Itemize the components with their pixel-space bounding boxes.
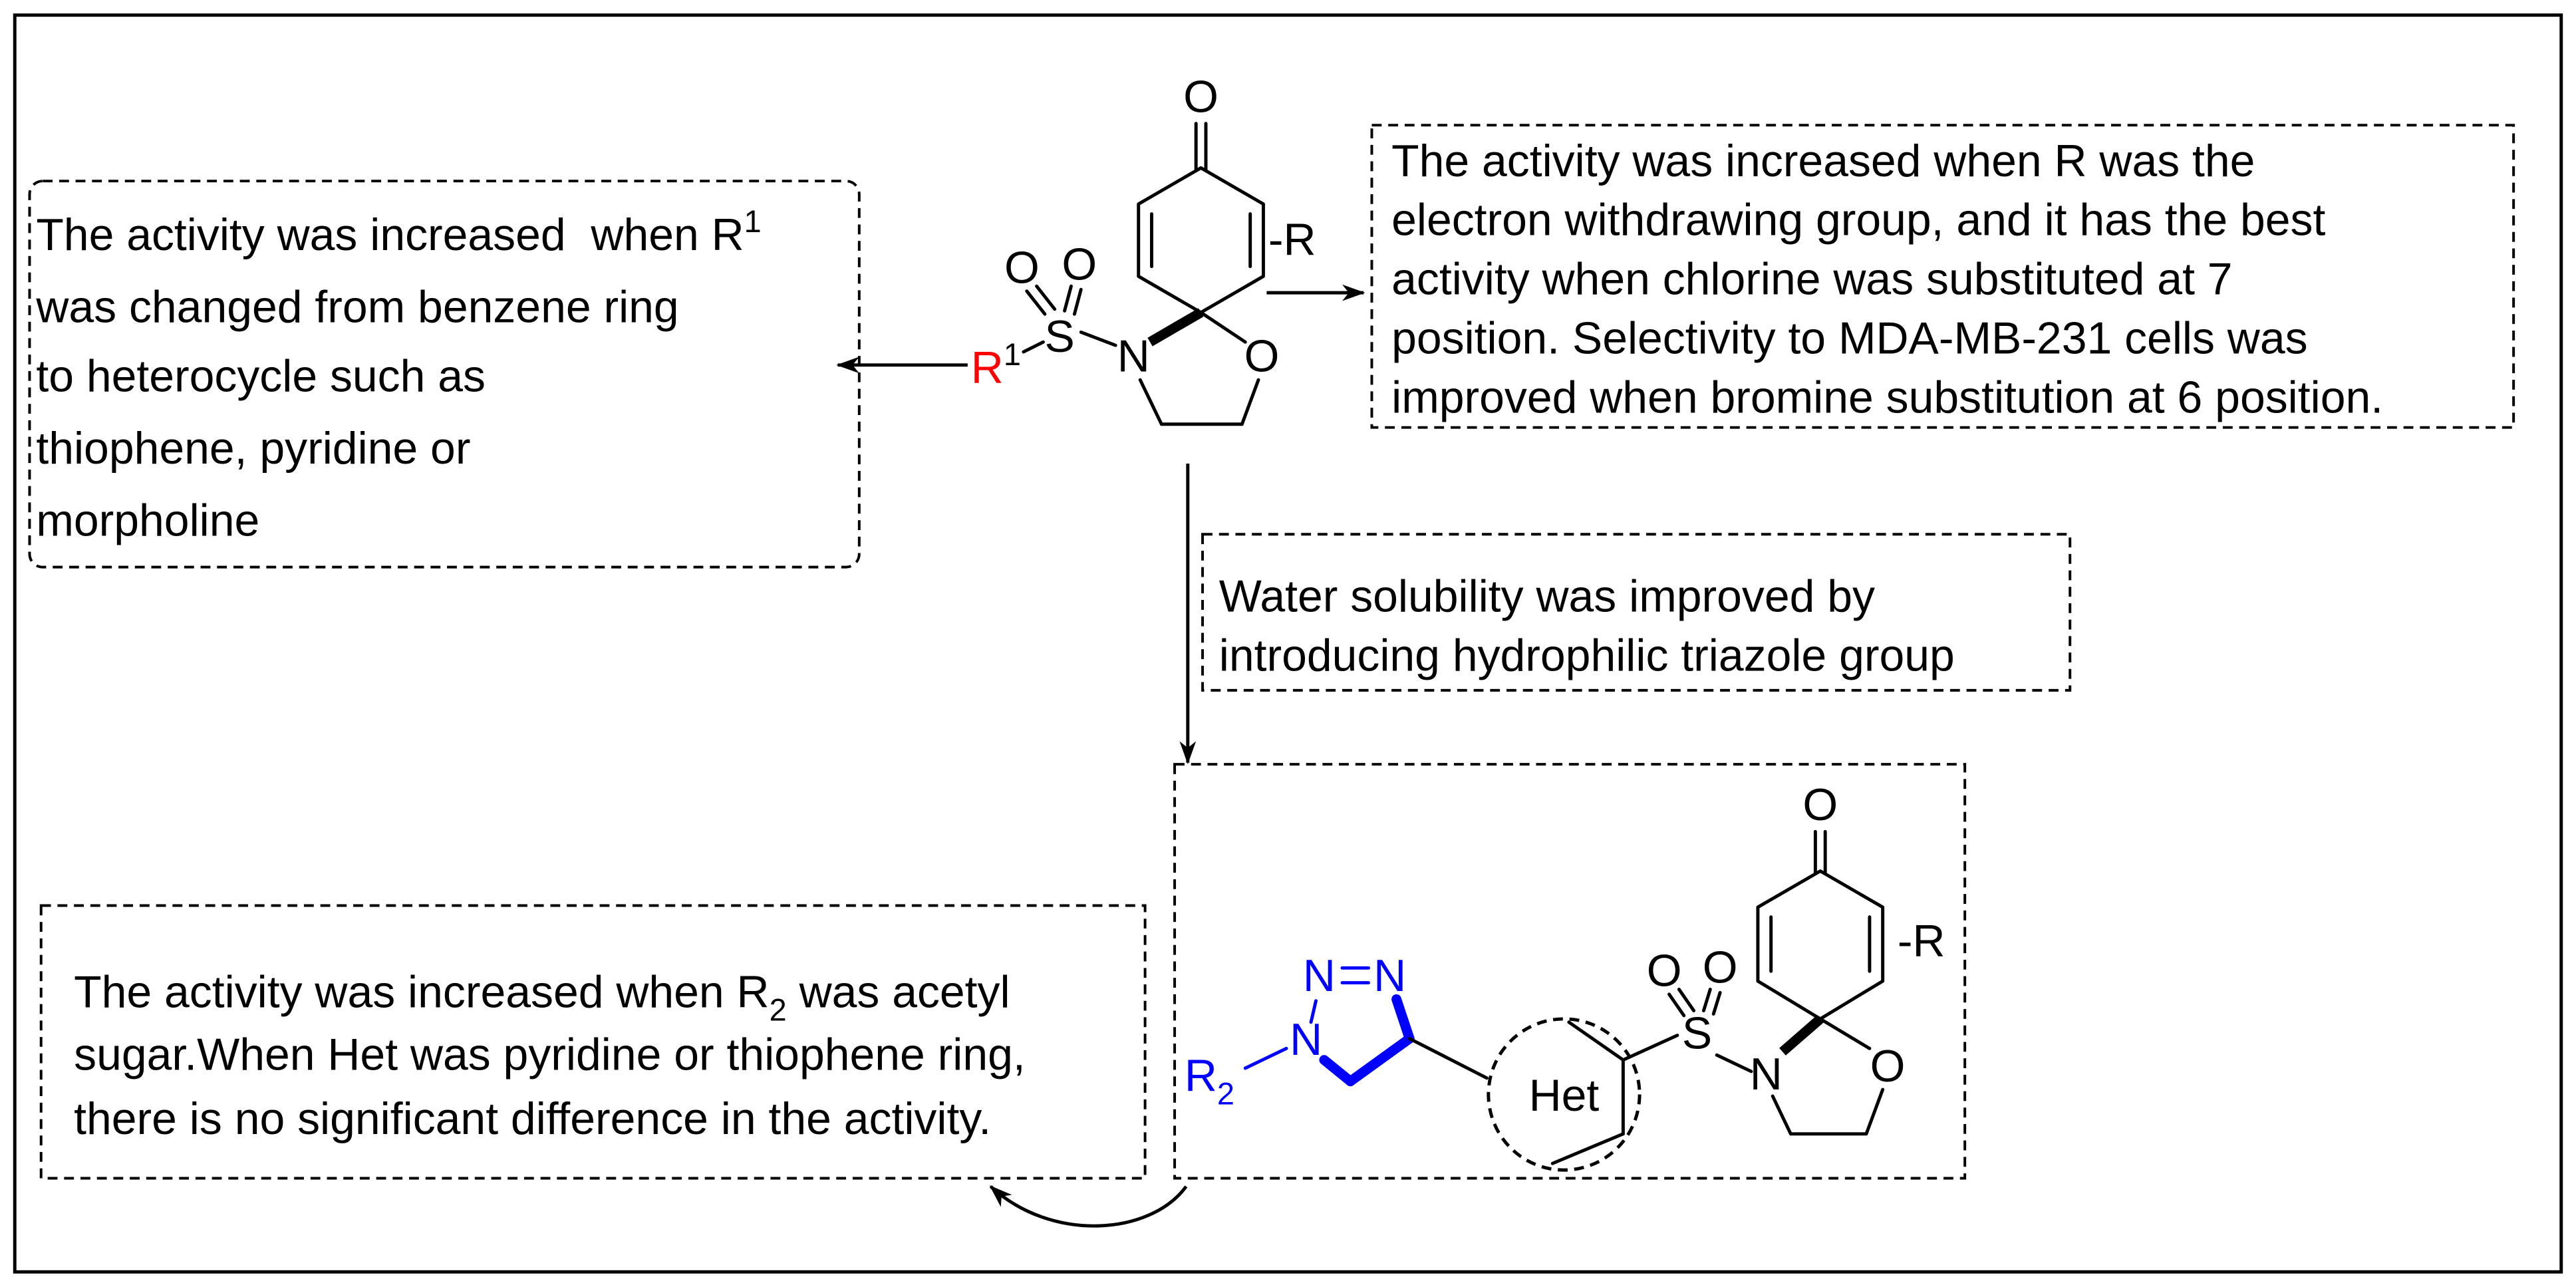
bottom-sulfur: S bbox=[1682, 1008, 1712, 1058]
r1-note-line: The activity was increased when R1 bbox=[36, 204, 761, 260]
bottom-s-o-double-bond bbox=[1711, 990, 1722, 1016]
top-molecule: O -R N O S O O R1 bbox=[971, 72, 1316, 426]
r1-note-line: was changed from benzene ring bbox=[35, 283, 678, 333]
r2-label: R2 bbox=[1185, 1052, 1234, 1111]
r2-note-line: there is no significant difference in th… bbox=[74, 1094, 991, 1144]
curved-arrow-to-r2-note bbox=[989, 1185, 1188, 1228]
top-s-o-double-bond bbox=[1072, 287, 1083, 316]
r1-note-line: to heterocycle such as bbox=[36, 351, 486, 401]
triazole-note: Water solubility was improved by introdu… bbox=[1201, 533, 2072, 692]
outer-frame bbox=[13, 13, 2563, 1274]
r2-note-box bbox=[39, 904, 1147, 1180]
triazole-n1-n2-bond bbox=[1309, 999, 1318, 1024]
r2-n1-bond bbox=[1243, 1046, 1288, 1070]
r-note-line: improved when bromine substitution at 6 … bbox=[1391, 372, 2383, 422]
bottom-oxazolidine-oxygen: O bbox=[1870, 1042, 1906, 1091]
top-oxazolidine-oxygen: O bbox=[1244, 332, 1280, 382]
top-cyclohexadienone-ring bbox=[1137, 166, 1265, 315]
triazole-note-line: introducing hydrophilic triazole group bbox=[1219, 631, 1955, 680]
triazole-c5-n1-bond bbox=[1319, 1055, 1356, 1087]
bottom-molecule: R2 N N N Het S O O O -R bbox=[1173, 763, 1967, 1180]
r-note-line: position. Selectivity to MDA-MB-231 cell… bbox=[1391, 314, 2307, 364]
bottom-cyclohexadienone-ring bbox=[1756, 869, 1885, 1021]
top-oxazolidine-bond bbox=[1240, 378, 1260, 426]
top-ring-substituent: -R bbox=[1268, 215, 1316, 265]
r1-note-box bbox=[28, 180, 861, 569]
bottom-s-n-bond bbox=[1715, 1053, 1753, 1073]
bottom-oxazolidine-nitrogen: N bbox=[1750, 1050, 1783, 1099]
r1-note: The activity was increased when R1 was c… bbox=[28, 180, 861, 569]
het-ring-bond bbox=[1550, 1132, 1625, 1165]
r-note-box bbox=[1370, 124, 2515, 429]
bottom-carbonyl-oxygen: O bbox=[1802, 780, 1838, 830]
bottom-spiro-o-bond bbox=[1818, 1017, 1872, 1050]
top-oxazolidine-nitrogen: N bbox=[1117, 332, 1150, 382]
r2-note: The activity was increased when R2 was a… bbox=[39, 904, 1147, 1180]
top-s-o-double-bond bbox=[1035, 284, 1057, 311]
het-label: Het bbox=[1529, 1071, 1600, 1121]
bottom-sulfonyl-oxygen-2: O bbox=[1703, 943, 1738, 993]
triazole-nitrogen-3: N bbox=[1373, 951, 1406, 1001]
bottom-molecule-box bbox=[1173, 763, 1967, 1180]
r2-note-line: sugar.When Het was pyridine or thiophene… bbox=[74, 1030, 1026, 1079]
r-note-line: electron withdrawing group, and it has t… bbox=[1391, 196, 2325, 245]
triazole-nitrogen-2: N bbox=[1303, 951, 1336, 1001]
bottom-s-o-double-bond bbox=[1701, 987, 1712, 1013]
top-s-o-double-bond bbox=[1063, 284, 1073, 313]
r1-superscript: 1 bbox=[1004, 337, 1021, 372]
triazole-n3-c4-bond bbox=[1391, 994, 1415, 1044]
top-s-r1-bond bbox=[1022, 340, 1045, 354]
het-ring-bond bbox=[1567, 1020, 1625, 1062]
top-n-s-bond bbox=[1079, 330, 1117, 347]
r1-note-line: thiophene, pyridine or bbox=[36, 424, 470, 474]
triazole-note-line: Water solubility was improved by bbox=[1219, 571, 1875, 621]
top-spiro-n-bold-bond bbox=[1147, 308, 1204, 347]
r2-note-line: The activity was increased when R2 was a… bbox=[74, 968, 1010, 1028]
r-note: The activity was increased when R was th… bbox=[1370, 124, 2515, 429]
bottom-oxazolidine-bond bbox=[1771, 1094, 1792, 1136]
top-sulfonyl-oxygen-1: O bbox=[1004, 243, 1040, 293]
top-carbonyl-oxygen: O bbox=[1183, 72, 1218, 122]
top-oxazolidine-bond bbox=[1138, 378, 1163, 426]
het-ring bbox=[1487, 1017, 1642, 1172]
bottom-ring-substituent: -R bbox=[1898, 917, 1945, 966]
top-spiro-o-bond bbox=[1199, 311, 1247, 344]
triazole-nitrogen-1: N bbox=[1290, 1015, 1322, 1065]
r-note-line: activity when chlorine was substituted a… bbox=[1391, 255, 2232, 305]
r1-letter: R bbox=[971, 343, 1004, 393]
top-s-o-double-bond bbox=[1025, 289, 1047, 316]
het-s-bond bbox=[1621, 1034, 1679, 1062]
triazole-c4-c5-bond bbox=[1345, 1034, 1415, 1087]
r1-note-line: morpholine bbox=[36, 496, 259, 546]
bottom-spiro-n-bold-bond bbox=[1779, 1015, 1824, 1056]
top-sulfonyl-oxygen-2: O bbox=[1062, 239, 1097, 289]
r-note-line: The activity was increased when R was th… bbox=[1391, 136, 2255, 186]
bottom-sulfonyl-oxygen-1: O bbox=[1647, 946, 1682, 996]
bottom-s-o-double-bond bbox=[1667, 992, 1686, 1018]
triazole-het-bond bbox=[1407, 1037, 1489, 1080]
top-sulfur: S bbox=[1045, 312, 1075, 362]
triazole-note-box bbox=[1201, 533, 2072, 692]
bottom-s-o-double-bond bbox=[1677, 987, 1696, 1013]
bottom-oxazolidine-bond bbox=[1864, 1087, 1885, 1136]
top-r1-label: R1 bbox=[971, 337, 1021, 393]
